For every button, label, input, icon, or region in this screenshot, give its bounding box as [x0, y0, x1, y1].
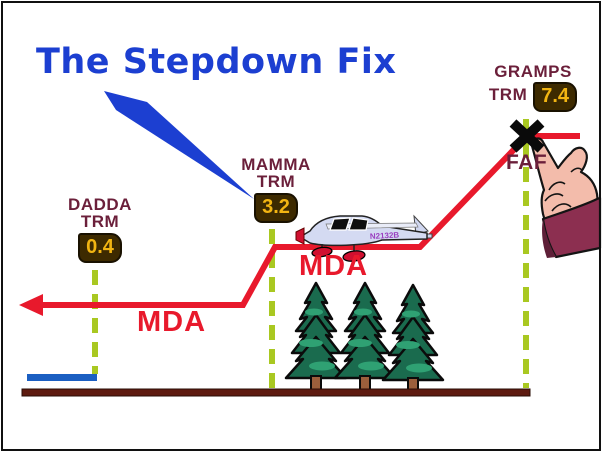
- fix-name-gramps: GRAMPS: [494, 62, 572, 81]
- dme-source-mamma: TRM: [256, 172, 296, 191]
- approach-path-line: [40, 133, 580, 308]
- pointing-hand-icon: [530, 137, 602, 259]
- fix-name-dadda: DADDA: [68, 195, 132, 214]
- pine-trees: [284, 281, 445, 395]
- fix-block-gramps: GRAMPS TRM 7.4: [478, 63, 588, 112]
- fix-block-dadda: DADDA TRM 0.4: [50, 196, 150, 263]
- airplane: N2132B: [295, 214, 433, 262]
- faf-label: FAF: [506, 151, 548, 174]
- dme-source-gramps: TRM: [488, 85, 528, 104]
- dme-value-gramps: 7.4: [533, 82, 578, 112]
- dme-source-dadda: TRM: [80, 212, 120, 231]
- slide-title: The Stepdown Fix: [36, 42, 397, 82]
- faf-x-marker-icon: [509, 119, 545, 153]
- dme-value-dadda: 0.4: [78, 233, 122, 263]
- approach-path-arrowhead: [19, 294, 43, 316]
- runway-bar: [27, 374, 97, 381]
- callout-pointer-icon: [104, 91, 254, 199]
- dme-value-mamma: 3.2: [254, 193, 298, 223]
- fix-block-mamma: MAMMA TRM 3.2: [226, 156, 326, 223]
- mda-label-left: MDA: [137, 306, 207, 338]
- ground-line: [21, 388, 531, 397]
- fix-name-mamma: MAMMA: [241, 155, 311, 174]
- aircraft-registration: N2132B: [370, 230, 400, 241]
- mda-label-center: MDA: [299, 250, 369, 282]
